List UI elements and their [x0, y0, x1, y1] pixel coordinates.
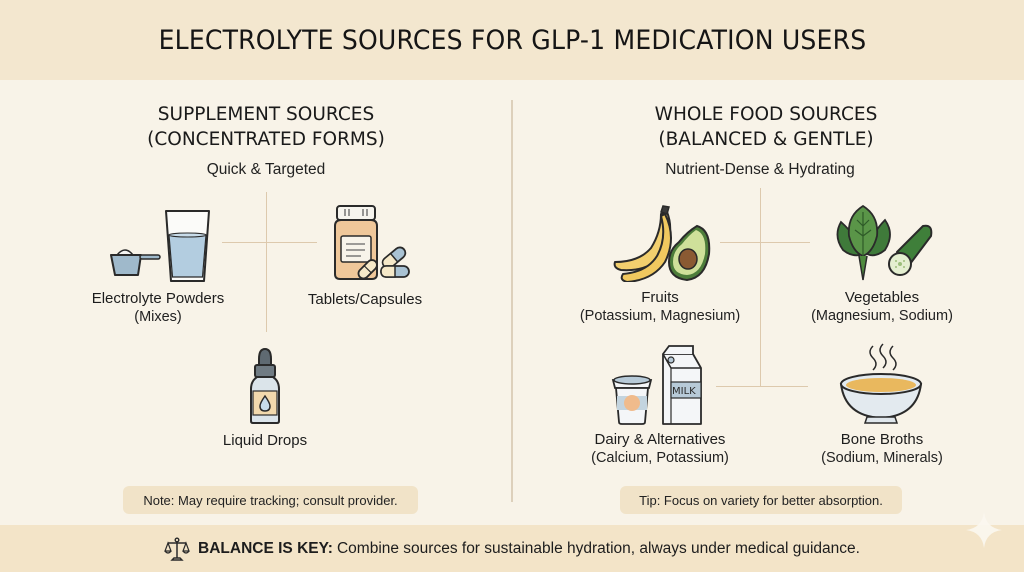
- item-name: Liquid Drops: [222, 432, 308, 449]
- panel-title: WHOLE FOOD SOURCES (BALANCED & GENTLE): [510, 102, 1022, 152]
- footer-key-label: BALANCE IS KEY:: [198, 539, 333, 557]
- title-banner: ELECTROLYTE SOURCES FOR GLP-1 MEDICATION…: [0, 0, 1024, 80]
- panel-title-line1: SUPPLEMENT SOURCES: [157, 104, 375, 125]
- item-detail: (Potassium, Magnesium): [579, 308, 741, 324]
- dropper-bottle-icon: [250, 347, 280, 424]
- pill-bottle-and-capsules-icon: [334, 205, 410, 280]
- item-detail: (Calcium, Potassium): [591, 450, 729, 466]
- connector-horizontal: [222, 242, 317, 243]
- item-name: Dairy & Alternatives: [594, 431, 726, 448]
- banana-and-avocado-icon: [613, 205, 711, 282]
- item-liquid-drops: Liquid Drops: [205, 345, 325, 450]
- powder-scoop-and-water-glass-icon: [110, 210, 210, 282]
- connector-vertical: [760, 188, 761, 386]
- spinach-and-cucumber-icon: [836, 204, 933, 281]
- item-dairy-alternatives: MILK Dairy & Alternatives (Calcium, Pota…: [560, 342, 760, 467]
- panel-title-line2: (CONCENTRATED FORMS): [147, 129, 385, 150]
- panel-subtitle: Nutrient-Dense & Hydrating: [665, 161, 855, 178]
- item-vegetables: Vegetables (Magnesium, Sodium): [782, 202, 982, 325]
- broth-bowl-icon: [839, 343, 923, 424]
- tip-box: Tip: Focus on variety for better absorpt…: [620, 486, 902, 514]
- whole-food-sources-panel: WHOLE FOOD SOURCES (BALANCED & GENTLE) N…: [512, 80, 1024, 525]
- balance-scale-icon: [164, 537, 190, 561]
- supplement-sources-panel: SUPPLEMENT SOURCES (CONCENTRATED FORMS) …: [0, 80, 512, 525]
- item-bone-broths: Bone Broths (Sodium, Minerals): [782, 342, 982, 467]
- item-electrolyte-powders: Electrolyte Powders (Mixes): [78, 205, 238, 326]
- sparkle-icon: [966, 512, 1002, 548]
- footer-text: Combine sources for sustainable hydratio…: [336, 539, 860, 557]
- connector-vertical: [266, 192, 267, 332]
- yogurt-and-milk-carton-icon: MILK: [611, 345, 702, 425]
- item-name: Bone Broths: [840, 431, 924, 448]
- item-detail: (Mixes): [134, 309, 182, 325]
- item-name: Vegetables: [844, 289, 920, 306]
- panel-title-line2: (BALANCED & GENTLE): [658, 129, 874, 150]
- item-name: Electrolyte Powders: [91, 290, 225, 307]
- connector-horizontal-top: [720, 242, 810, 243]
- item-detail: (Magnesium, Sodium): [811, 308, 953, 324]
- item-name: Fruits: [641, 289, 679, 306]
- item-name: Tablets/Capsules: [307, 291, 423, 308]
- item-detail: (Sodium, Minerals): [821, 450, 943, 466]
- connector-horizontal-bottom: [716, 386, 808, 387]
- milk-carton-label: MILK: [672, 386, 696, 397]
- item-tablets-capsules: Tablets/Capsules: [300, 204, 430, 309]
- footer-banner: BALANCE IS KEY: Combine sources for sust…: [0, 525, 1024, 572]
- note-box: Note: May require tracking; consult prov…: [123, 486, 418, 514]
- center-divider: [511, 100, 513, 502]
- panel-title: SUPPLEMENT SOURCES (CONCENTRATED FORMS): [10, 102, 522, 152]
- panel-title-line1: WHOLE FOOD SOURCES: [654, 104, 878, 125]
- panel-subtitle: Quick & Targeted: [206, 161, 326, 178]
- page-title: ELECTROLYTE SOURCES FOR GLP-1 MEDICATION…: [158, 24, 866, 56]
- item-fruits: Fruits (Potassium, Magnesium): [560, 202, 760, 325]
